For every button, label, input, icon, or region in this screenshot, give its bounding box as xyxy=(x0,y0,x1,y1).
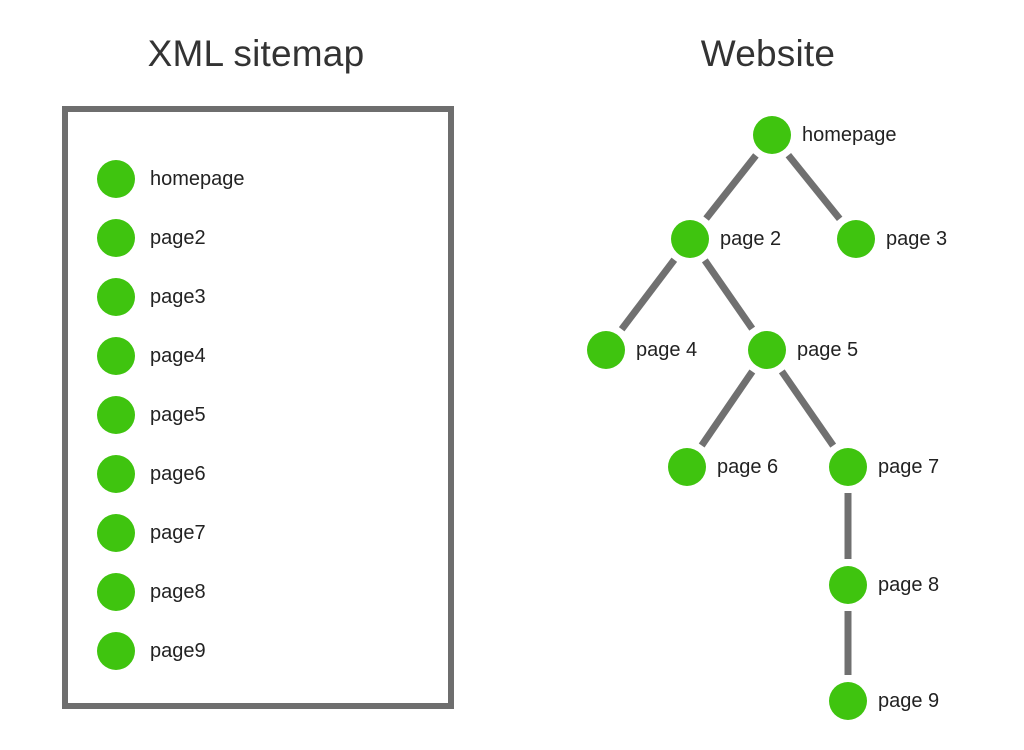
tree-node-label: page 3 xyxy=(886,228,948,250)
sitemap-list-item-label: page4 xyxy=(150,345,206,367)
xml-sitemap-panel: XML sitemap xyxy=(147,33,365,74)
sitemap-list-item: page2 xyxy=(97,218,206,258)
tree-node-homepage: homepage xyxy=(753,116,897,154)
tree-node-label: page 8 xyxy=(878,574,940,596)
tree-edge-page2-to-page4 xyxy=(618,257,678,332)
tree-node-label: page 6 xyxy=(717,456,779,478)
sitemap-list-item-label: page3 xyxy=(150,286,206,308)
tree-edges xyxy=(618,153,852,675)
tree-edge-homepage-to-page2 xyxy=(703,153,759,221)
page-node-icon xyxy=(829,682,867,720)
page-node-icon xyxy=(829,566,867,604)
tree-node-label: page 5 xyxy=(797,339,859,361)
sitemap-list-item: homepage xyxy=(97,159,245,199)
tree-edge-homepage-to-page3 xyxy=(785,153,843,221)
sitemap-list-item: page9 xyxy=(97,631,206,671)
tree-edge-page2-to-page5 xyxy=(701,258,756,331)
page-node-icon xyxy=(97,278,135,316)
tree-node-page7: page 7 xyxy=(829,448,939,486)
tree-edge-page5-to-page7 xyxy=(778,369,837,448)
tree-node-page9: page 9 xyxy=(829,682,939,720)
tree-node-label: page 4 xyxy=(636,339,698,361)
tree-node-page2: page 2 xyxy=(671,220,781,258)
tree-node-page4: page 4 xyxy=(587,331,697,369)
tree-node-page8: page 8 xyxy=(829,566,939,604)
sitemap-list-item-label: page8 xyxy=(150,581,206,603)
page-node-icon xyxy=(837,220,875,258)
sitemap-list-item: page4 xyxy=(97,336,206,376)
page-node-icon xyxy=(587,331,625,369)
page-node-icon xyxy=(97,396,135,434)
sitemap-list-item-label: page7 xyxy=(150,522,206,544)
page-node-icon xyxy=(97,455,135,493)
sitemap-list-item: page8 xyxy=(97,572,206,612)
page-node-icon xyxy=(97,573,135,611)
tree-node-page3: page 3 xyxy=(837,220,947,258)
sitemap-list-item-label: page5 xyxy=(150,404,206,426)
tree-node-page5: page 5 xyxy=(748,331,858,369)
tree-node-page6: page 6 xyxy=(668,448,778,486)
page-node-icon xyxy=(97,514,135,552)
page-node-icon xyxy=(829,448,867,486)
xml-sitemap-title: XML sitemap xyxy=(147,33,365,74)
page-node-icon xyxy=(671,220,709,258)
tree-node-label: homepage xyxy=(802,124,897,146)
page-node-icon xyxy=(668,448,706,486)
website-tree-diagram: homepage page 2 page 3 page 4 page 5 page 6 pa… xyxy=(512,0,1024,750)
sitemap-list-item-label: homepage xyxy=(150,168,245,190)
tree-edge-page5-to-page6 xyxy=(698,369,756,448)
page-node-icon xyxy=(97,219,135,257)
page-node-icon xyxy=(753,116,791,154)
sitemap-list-item: page6 xyxy=(97,454,206,494)
website-panel: Website xyxy=(512,0,1024,750)
sitemap-list-item: page3 xyxy=(97,277,206,317)
website-title: Website xyxy=(700,33,836,74)
sitemap-list-item-label: page9 xyxy=(150,640,206,662)
page-node-icon xyxy=(97,337,135,375)
sitemap-list-item: page7 xyxy=(97,513,206,553)
tree-node-label: page 2 xyxy=(720,228,782,250)
sitemap-list-item-label: page2 xyxy=(150,227,206,249)
sitemap-list-item: page5 xyxy=(97,395,206,435)
sitemap-list-item-label: page6 xyxy=(150,463,206,485)
page-node-icon xyxy=(748,331,786,369)
tree-node-label: page 7 xyxy=(878,456,940,478)
page-node-icon xyxy=(97,632,135,670)
tree-node-label: page 9 xyxy=(878,690,940,712)
xml-sitemap-list: homepage page2 page3 page4 page5 page6 page7 pa… xyxy=(62,106,454,709)
page-node-icon xyxy=(97,160,135,198)
